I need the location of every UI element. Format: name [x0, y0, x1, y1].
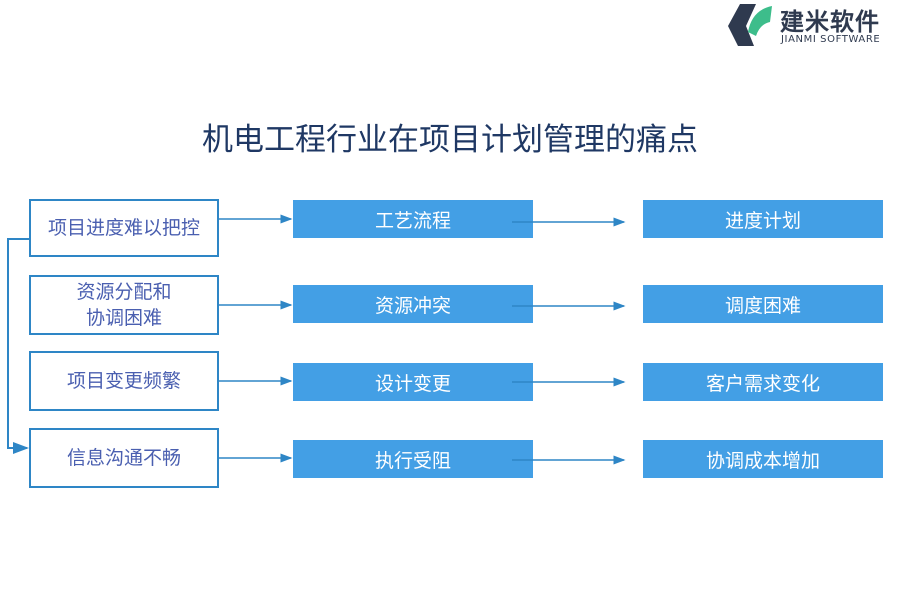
effect-label: 客户需求变化 — [705, 372, 820, 395]
logo-name-cn: 建米软件 — [780, 8, 880, 36]
problem-box: 项目变更频繁 — [29, 351, 219, 411]
cause-label: 资源冲突 — [374, 294, 451, 317]
problem-box: 信息沟通不畅 — [29, 428, 219, 488]
problem-box: 项目进度难以把控 — [29, 199, 219, 257]
effect-box: 协调成本增加 — [643, 440, 883, 478]
problem-label: 项目进度难以把控 — [47, 217, 200, 239]
bracket-line — [7, 238, 29, 454]
effect-box: 客户需求变化 — [643, 363, 883, 401]
effect-box: 调度困难 — [643, 285, 883, 323]
cause-label: 工艺流程 — [374, 209, 451, 232]
effect-box: 进度计划 — [643, 200, 883, 238]
cause-box: 资源冲突 — [293, 285, 533, 323]
cause-box: 执行受阻 — [293, 440, 533, 478]
logo-mark-icon — [728, 4, 772, 46]
problem-label: 信息沟通不畅 — [66, 447, 181, 469]
problem-box: 资源分配和 协调困难 — [29, 275, 219, 335]
cause-label: 设计变更 — [374, 372, 451, 395]
effect-label: 协调成本增加 — [705, 449, 820, 472]
effect-label: 进度计划 — [724, 209, 801, 232]
cause-label: 执行受阻 — [374, 449, 451, 472]
problem-label-line: 协调困难 — [85, 307, 162, 329]
logo-name-en: JIANMI SOFTWARE — [781, 34, 881, 45]
cause-box: 设计变更 — [293, 363, 533, 401]
problem-label-line: 资源分配和 — [76, 281, 172, 303]
brand-logo: 建米软件 JIANMI SOFTWARE — [726, 2, 900, 48]
cause-box: 工艺流程 — [293, 200, 533, 238]
problem-label: 项目变更频繁 — [66, 370, 181, 392]
page-title: 机电工程行业在项目计划管理的痛点 — [202, 122, 698, 158]
effect-label: 调度困难 — [724, 294, 801, 317]
